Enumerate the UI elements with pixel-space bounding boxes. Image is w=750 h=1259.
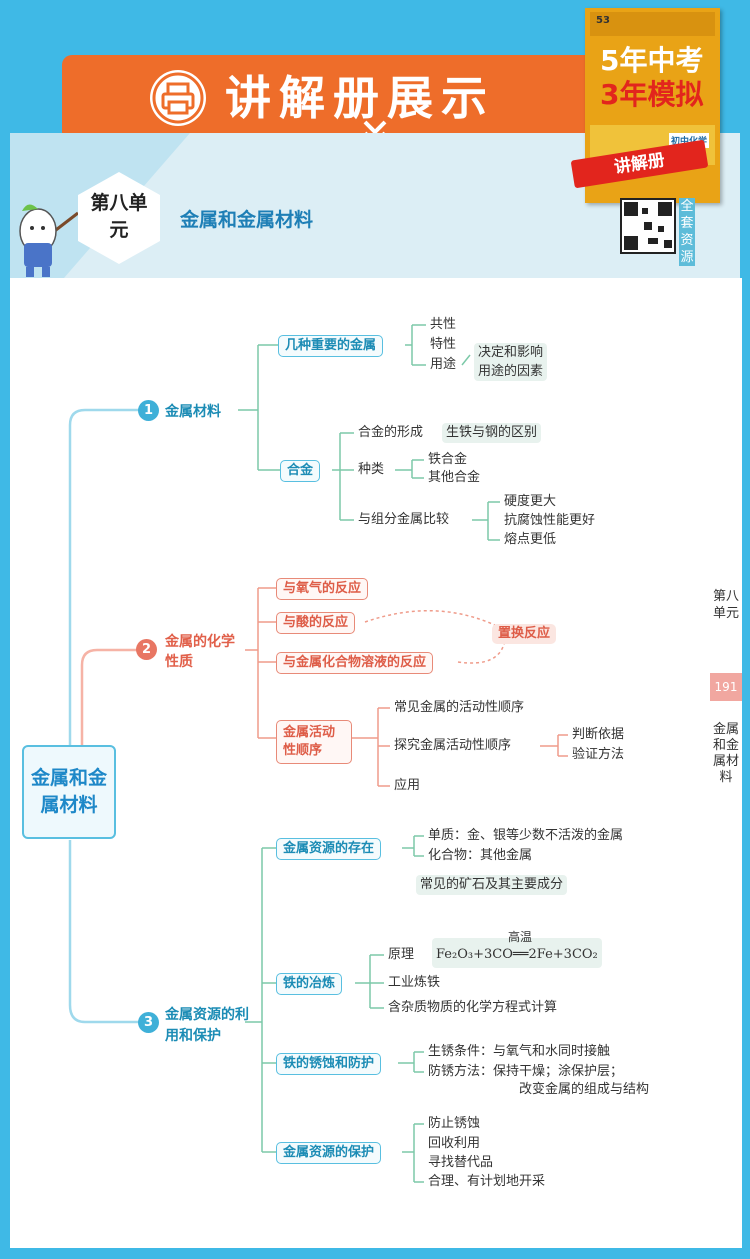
leaf-principle: 原理	[388, 947, 415, 962]
node-salt-solution: 与金属化合物溶液的反应	[276, 652, 434, 674]
leaf-activity-explore: 探究金属活动性顺序	[394, 738, 512, 753]
note-ores: 常见的矿石及其主要成分	[416, 875, 568, 895]
node-oxygen: 与氧气的反应	[276, 578, 369, 600]
branch-1-number: 1	[138, 400, 159, 421]
leaf-element: 单质：金、银等少数不活泼的金属	[428, 828, 624, 843]
leaf-rust-structure: 改变金属的组成与结构	[519, 1082, 650, 1097]
note-iron-steel: 生铁与钢的区别	[442, 423, 542, 443]
leaf-iron-alloy: 铁合金	[428, 452, 468, 467]
equation: Fe₂O₃+3CO══2Fe+3CO₂	[432, 938, 602, 968]
leaf-recycle: 回收利用	[428, 1136, 481, 1151]
leaf-use: 用途	[430, 357, 457, 372]
side-unit: 第八单元	[712, 589, 739, 621]
leaf-melting: 熔点更低	[504, 532, 557, 547]
equation-condition: 高温	[508, 930, 533, 944]
node-smelting: 铁的冶炼	[276, 973, 343, 995]
node-existence: 金属资源的存在	[276, 838, 382, 860]
leaf-other-alloy: 其他合金	[428, 470, 481, 485]
page-number: 191	[710, 673, 742, 701]
leaf-verify: 验证方法	[572, 747, 625, 762]
leaf-plan-mining: 合理、有计划地开采	[428, 1174, 546, 1189]
mindmap-panel	[10, 278, 710, 1248]
node-replacement: 置换反应	[492, 624, 557, 644]
leaf-industrial: 工业炼铁	[388, 975, 441, 990]
branch-1-label: 金属材料	[165, 404, 221, 420]
book-title-line1: 5年中考	[600, 44, 704, 77]
leaf-activity-common: 常见金属的活动性顺序	[394, 700, 525, 715]
note-factors-line1: 决定和影响	[478, 345, 544, 360]
node-acid: 与酸的反应	[276, 612, 356, 634]
leaf-prevent-rust: 防止锈蚀	[428, 1116, 481, 1131]
book-title-line2: 3年模拟	[600, 78, 704, 111]
book-logo: 53	[596, 15, 610, 26]
branch-2-label: 金属的化学性质	[165, 634, 235, 670]
node-alloy: 合金	[280, 460, 321, 482]
unit-title: 金属和金属材料	[180, 209, 314, 231]
node-important-metals: 几种重要的金属	[278, 335, 384, 357]
leaf-activity-apply: 应用	[394, 778, 421, 793]
node-activity-series: 金属活动性顺序	[276, 720, 352, 764]
qr-code[interactable]	[620, 198, 676, 254]
side-tab	[710, 278, 742, 1248]
leaf-kind: 种类	[358, 462, 385, 477]
note-factors-line2: 用途的因素	[478, 364, 544, 379]
side-topic: 金属和金属材料	[712, 722, 739, 785]
branch-3-label: 金属资源的利用和保护	[165, 1007, 249, 1044]
leaf-special: 特性	[430, 337, 457, 352]
branch-3-number: 3	[138, 1012, 159, 1033]
leaf-harder: 硬度更大	[504, 494, 557, 509]
page-title: 讲解册展示	[225, 71, 495, 125]
leaf-impurity-calc: 含杂质物质的化学方程式计算	[388, 1000, 558, 1015]
book-top-band	[590, 12, 715, 36]
node-protection: 金属资源的保护	[276, 1142, 382, 1164]
note-factors: 决定和影响用途的因素	[474, 343, 548, 381]
leaf-rust-condition: 生锈条件：与氧气和水同时接触	[428, 1044, 611, 1059]
leaf-basis: 判断依据	[572, 727, 625, 742]
printer-icon	[150, 70, 206, 126]
mindmap-root: 金属和金属材料	[22, 745, 116, 839]
leaf-substitute: 寻找替代品	[428, 1155, 494, 1170]
leaf-compound: 化合物：其他金属	[428, 848, 533, 863]
branch-2-number: 2	[136, 639, 157, 660]
qr-caption: 全套资源	[679, 198, 695, 266]
leaf-corrosion: 抗腐蚀性能更好	[504, 513, 596, 528]
leaf-common: 共性	[430, 317, 457, 332]
leaf-rust-prevent: 防锈方法：保持干燥；涂保护层；	[428, 1064, 624, 1079]
node-rust: 铁的锈蚀和防护	[276, 1053, 382, 1075]
leaf-compare: 与组分金属比较	[358, 512, 450, 527]
mascot-icon	[10, 195, 80, 284]
unit-number: 第八单元	[90, 192, 148, 241]
leaf-alloy-form: 合金的形成	[358, 425, 424, 440]
